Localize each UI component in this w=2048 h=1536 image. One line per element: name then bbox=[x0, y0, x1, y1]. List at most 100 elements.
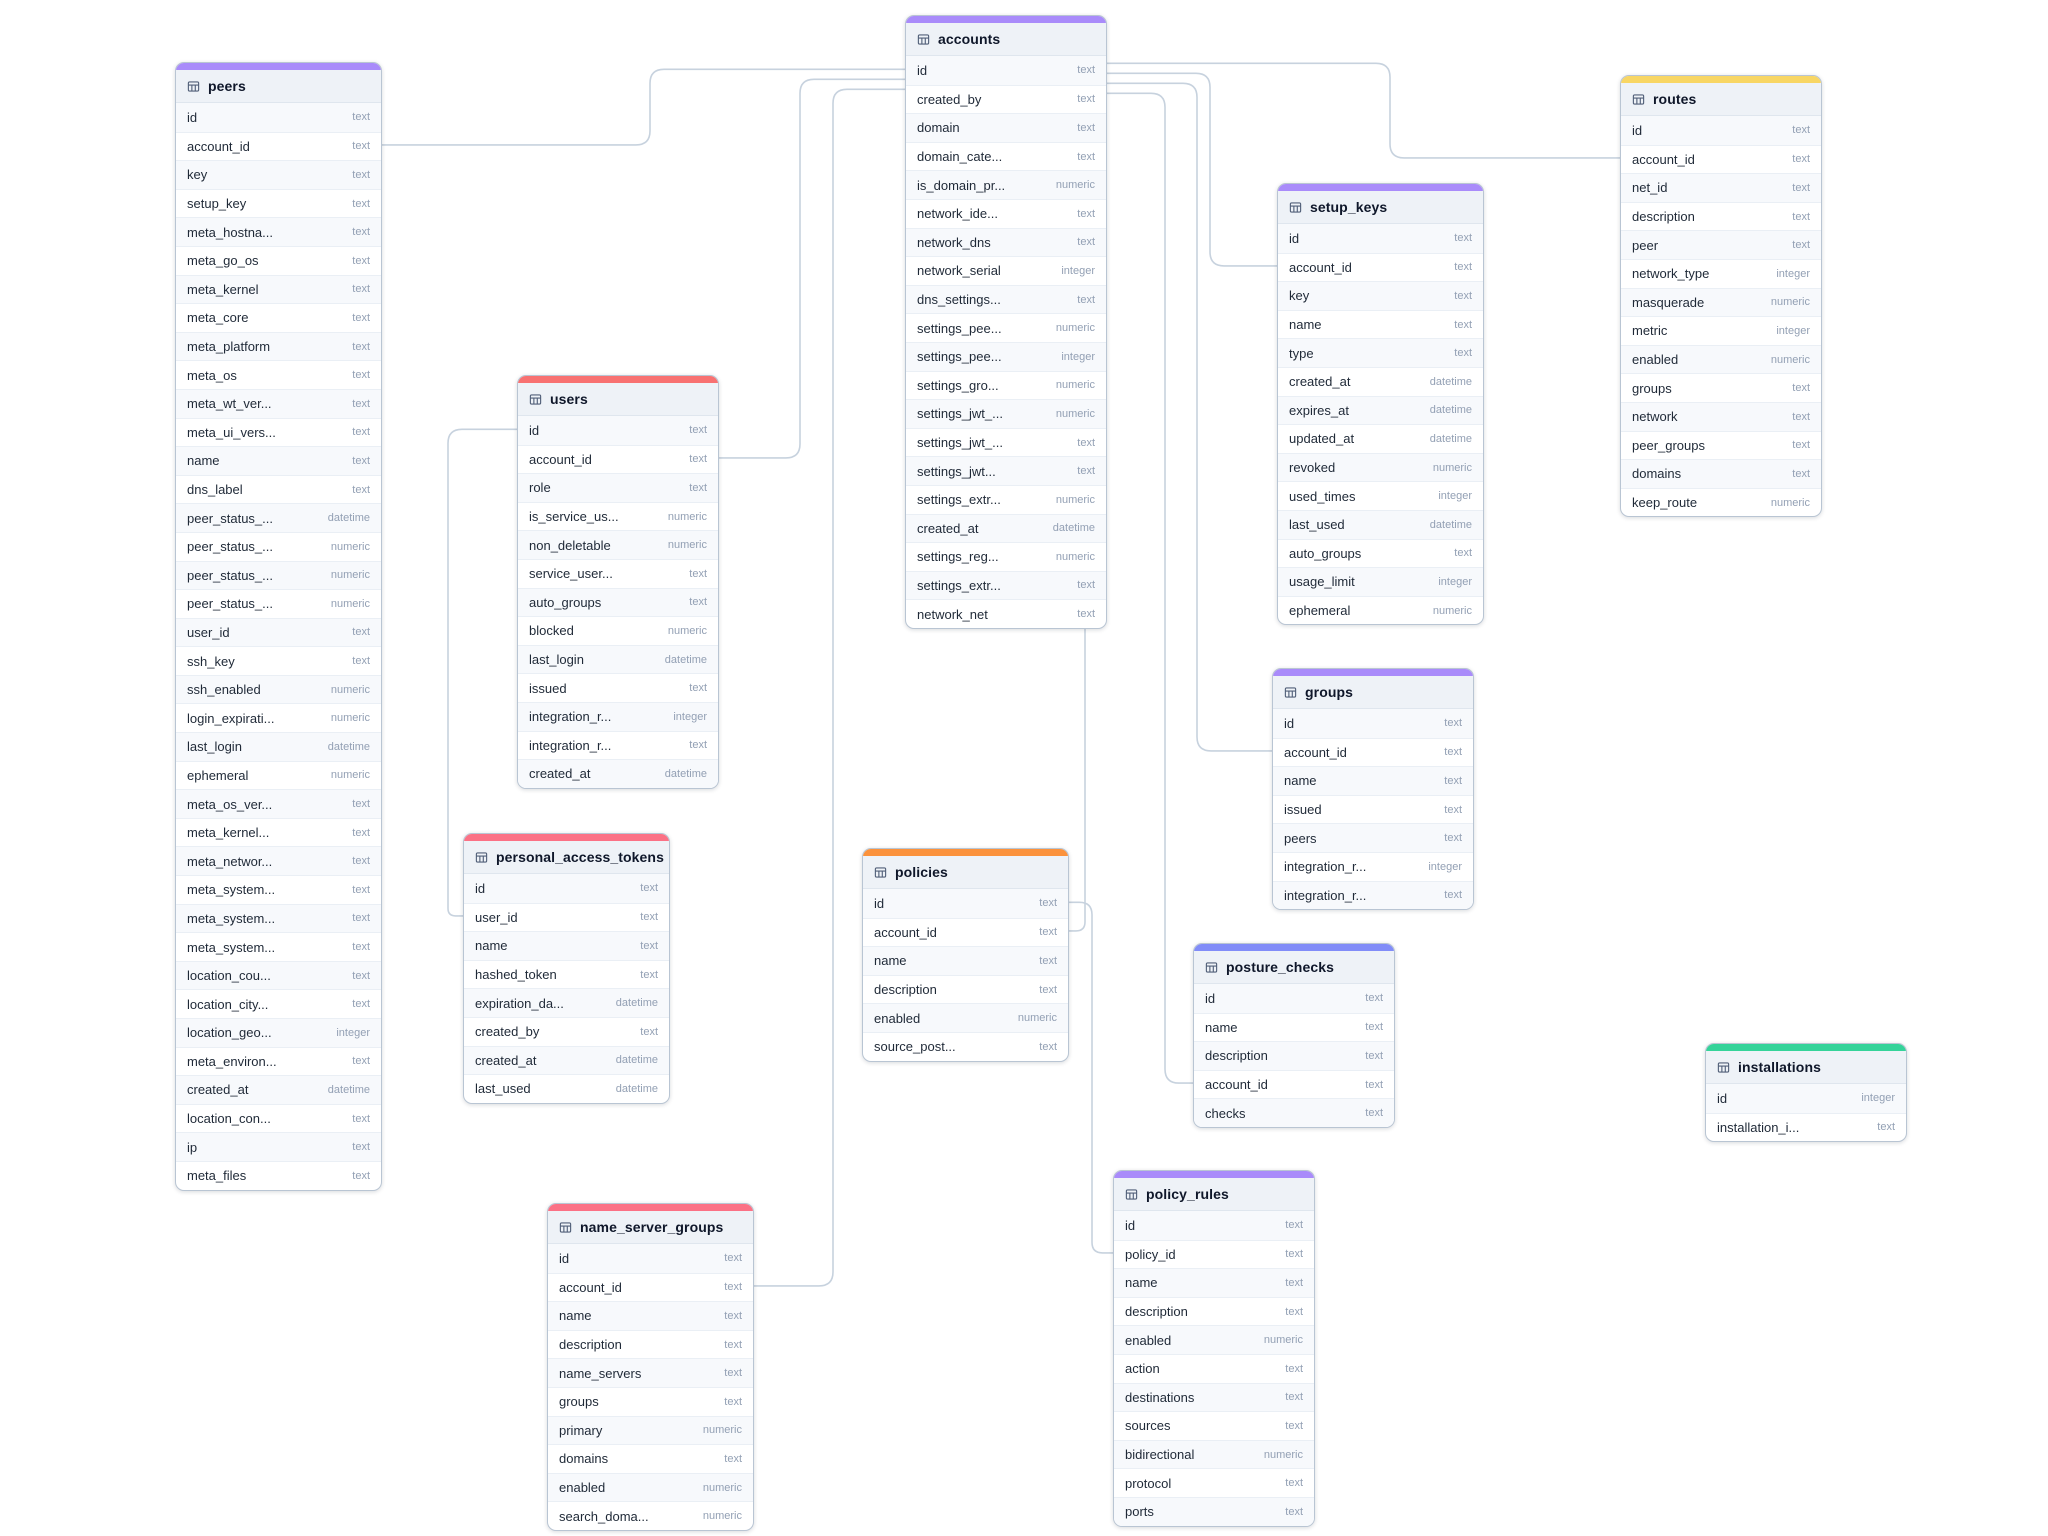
field-name: peer_status_... bbox=[187, 567, 273, 583]
field-row: expiration_da...datetime bbox=[464, 988, 669, 1017]
field-name: meta_os bbox=[187, 367, 237, 383]
table-icon bbox=[1632, 93, 1645, 106]
field-name: id bbox=[1632, 122, 1643, 138]
field-type: numeric bbox=[330, 769, 370, 782]
field-name: integration_r... bbox=[1284, 887, 1367, 903]
field-name: settings_extr... bbox=[917, 577, 1001, 593]
table-header[interactable]: policies bbox=[863, 856, 1068, 889]
field-name: primary bbox=[559, 1422, 603, 1438]
field-type: text bbox=[352, 483, 370, 496]
table-icon bbox=[917, 33, 930, 46]
field-type: numeric bbox=[1055, 550, 1095, 563]
field-row: peer_status_...datetime bbox=[176, 503, 381, 532]
field-name: policy_id bbox=[1125, 1246, 1176, 1262]
field-type: numeric bbox=[330, 540, 370, 553]
table-header[interactable]: accounts bbox=[906, 23, 1106, 56]
field-name: created_by bbox=[475, 1024, 540, 1040]
field-type: text bbox=[352, 798, 370, 811]
table-header[interactable]: groups bbox=[1273, 676, 1473, 709]
field-name: hashed_token bbox=[475, 967, 557, 983]
field-name: account_id bbox=[1289, 259, 1352, 275]
field-type: text bbox=[352, 655, 370, 668]
table-accent-bar bbox=[1278, 184, 1483, 191]
field-type: text bbox=[352, 883, 370, 896]
field-name: enabled bbox=[1632, 352, 1679, 368]
field-type: text bbox=[640, 968, 658, 981]
field-type: integer bbox=[1428, 860, 1462, 873]
field-type: text bbox=[1039, 1040, 1057, 1053]
field-name: meta_kernel bbox=[187, 281, 259, 297]
field-type: text bbox=[352, 855, 370, 868]
field-type: datetime bbox=[1052, 522, 1095, 535]
table-icon bbox=[187, 80, 200, 93]
field-name: ssh_enabled bbox=[187, 682, 261, 698]
table-header[interactable]: personal_access_tokens bbox=[464, 841, 669, 874]
field-type: text bbox=[1792, 181, 1810, 194]
field-name: dns_settings... bbox=[917, 292, 1001, 308]
field-type: numeric bbox=[330, 712, 370, 725]
field-name: ip bbox=[187, 1139, 198, 1155]
field-name: settings_jwt... bbox=[917, 463, 996, 479]
table-header[interactable]: setup_keys bbox=[1278, 191, 1483, 224]
field-name: name bbox=[1125, 1275, 1158, 1291]
field-name: last_login bbox=[187, 739, 242, 755]
field-name: enabled bbox=[559, 1480, 606, 1496]
table-header[interactable]: users bbox=[518, 383, 718, 416]
table-header[interactable]: installations bbox=[1706, 1051, 1906, 1084]
table-icon bbox=[1205, 961, 1218, 974]
field-type: datetime bbox=[1429, 375, 1472, 388]
field-type: text bbox=[352, 197, 370, 210]
table-header[interactable]: posture_checks bbox=[1194, 951, 1394, 984]
field-type: text bbox=[1365, 1049, 1383, 1062]
table-header[interactable]: routes bbox=[1621, 83, 1821, 116]
table-header[interactable]: policy_rules bbox=[1114, 1178, 1314, 1211]
table-header[interactable]: peers bbox=[176, 70, 381, 103]
table-header[interactable]: name_server_groups bbox=[548, 1211, 753, 1244]
field-name: updated_at bbox=[1289, 431, 1355, 447]
field-type: text bbox=[1454, 347, 1472, 360]
field-type: text bbox=[1285, 1391, 1303, 1404]
table-accent-bar bbox=[1621, 76, 1821, 83]
field-name: blocked bbox=[529, 623, 574, 639]
table-icon bbox=[1289, 201, 1302, 214]
field-name: settings_reg... bbox=[917, 549, 999, 565]
field-name: network_type bbox=[1632, 266, 1710, 282]
field-name: metric bbox=[1632, 323, 1668, 339]
